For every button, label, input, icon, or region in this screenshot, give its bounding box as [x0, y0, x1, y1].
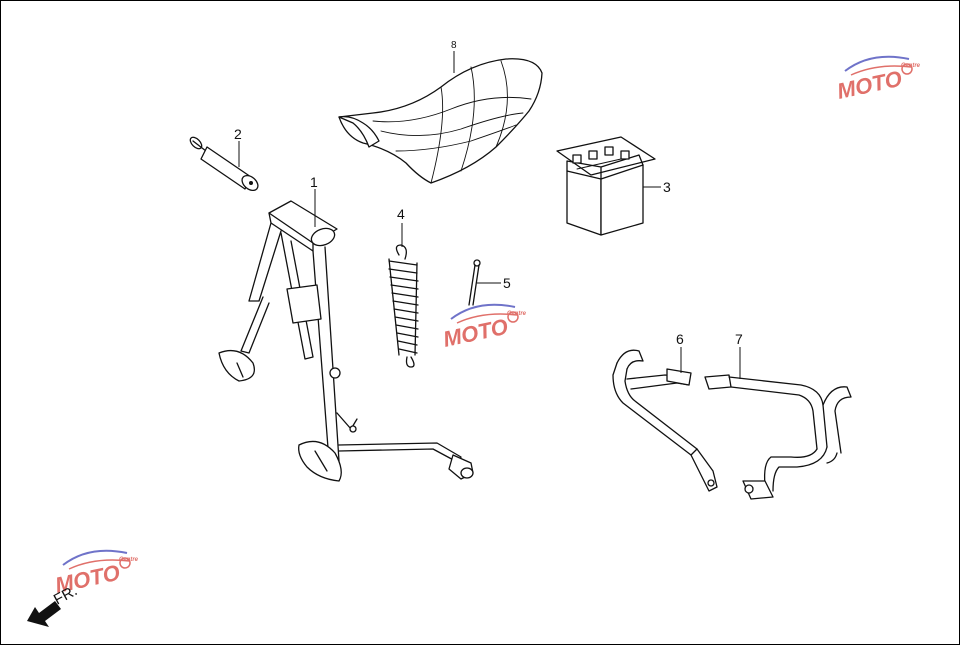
part-main-stand	[218, 200, 474, 482]
callout-8: 8	[451, 40, 457, 73]
callout-label: 4	[397, 206, 405, 222]
front-direction-indicator: FR.	[27, 582, 80, 627]
watermark-tagline: Centre	[507, 311, 527, 317]
part-pivot-shaft	[189, 136, 259, 192]
callout-label: 5	[503, 275, 511, 291]
callout-7: 7	[735, 331, 743, 379]
callout-4: 4	[397, 206, 405, 247]
callout-5: 5	[477, 275, 511, 291]
callout-label: 8	[451, 40, 457, 51]
part-battery	[556, 136, 656, 236]
watermark-center: MOTO Centre	[441, 303, 527, 352]
watermark-brand: MOTO	[835, 66, 904, 104]
callout-label: 3	[663, 179, 671, 195]
watermark-tagline: Centre	[901, 63, 921, 69]
callout-6: 6	[676, 331, 684, 373]
part-guard-bar-right	[704, 374, 852, 500]
part-guard-bar-left	[612, 349, 718, 492]
callout-label: 2	[234, 126, 242, 142]
callout-1: 1	[310, 174, 318, 227]
part-spring	[388, 244, 419, 368]
part-cotter-pin	[468, 259, 481, 306]
watermark-brand: MOTO	[441, 314, 510, 352]
watermark-tagline: Centre	[119, 557, 139, 563]
part-seat	[338, 58, 543, 184]
arrow-down-left-icon	[27, 601, 61, 627]
callout-label: 1	[310, 174, 318, 190]
callout-2: 2	[234, 126, 242, 167]
callout-label: 7	[735, 331, 743, 347]
watermark-top-right: MOTO Centre	[835, 55, 921, 104]
callout-3: 3	[643, 179, 671, 195]
callout-label: 6	[676, 331, 684, 347]
